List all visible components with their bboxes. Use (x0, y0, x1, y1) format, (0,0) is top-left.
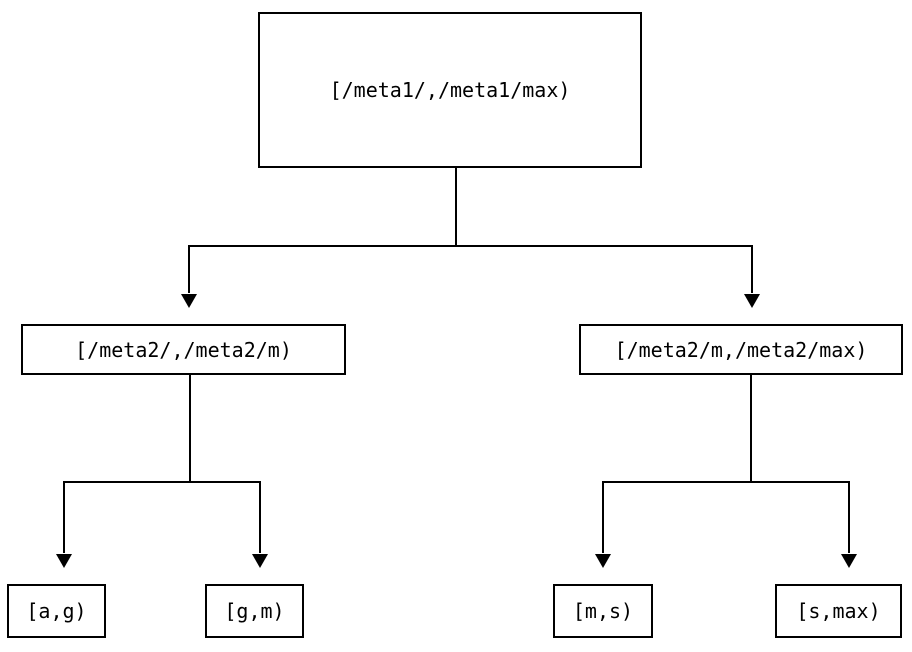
edge-root-to-left-child (188, 245, 190, 293)
node-level1-left-label: [/meta2/,/meta2/m) (75, 337, 292, 362)
edge-to-leaf-ag (63, 481, 65, 553)
node-leaf-smax-label: [s,max) (796, 599, 881, 623)
edge-root-to-right-child (751, 245, 753, 293)
node-leaf-ag[interactable]: [a,g) (7, 584, 106, 638)
arrowhead-down-icon (595, 554, 611, 568)
arrowhead-down-icon (841, 554, 857, 568)
edge-left-subtree-stem (189, 375, 191, 482)
edge-to-leaf-smax (848, 481, 850, 553)
arrowhead-down-icon (181, 294, 197, 308)
node-root-label: [/meta1/,/meta1/max) (329, 78, 571, 102)
node-leaf-ag-label: [a,g) (26, 599, 87, 623)
edge-level1-bus (188, 245, 753, 247)
edge-right-subtree-stem (750, 375, 752, 482)
node-level1-right-label: [/meta2/m,/meta2/max) (614, 337, 868, 362)
node-leaf-gm[interactable]: [g,m) (205, 584, 304, 638)
node-leaf-gm-label: [g,m) (224, 599, 285, 623)
edge-to-leaf-gm (259, 481, 261, 553)
edge-right-subtree-bus (602, 481, 850, 483)
arrowhead-down-icon (252, 554, 268, 568)
arrowhead-down-icon (744, 294, 760, 308)
node-leaf-smax[interactable]: [s,max) (775, 584, 902, 638)
node-leaf-ms[interactable]: [m,s) (553, 584, 653, 638)
edge-to-leaf-ms (602, 481, 604, 553)
node-level1-right[interactable]: [/meta2/m,/meta2/max) (579, 324, 903, 375)
edge-left-subtree-bus (63, 481, 261, 483)
edge-root-stem (455, 168, 457, 246)
arrowhead-down-icon (56, 554, 72, 568)
node-root[interactable]: [/meta1/,/meta1/max) (258, 12, 642, 168)
node-leaf-ms-label: [m,s) (572, 599, 634, 623)
node-level1-left[interactable]: [/meta2/,/meta2/m) (21, 324, 346, 375)
